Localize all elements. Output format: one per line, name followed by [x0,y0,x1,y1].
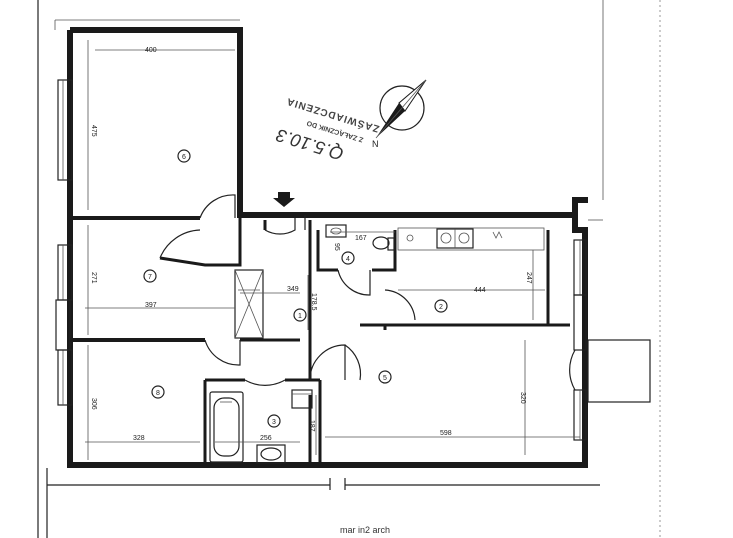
dimension-lines [85,40,580,460]
room-number-1: 1 [298,313,302,320]
door-swings [159,194,576,391]
room-number-3: 3 [272,419,276,426]
room-number-5: 5 [383,375,387,382]
room-numbers: 6 7 1 4 2 5 8 3 [143,149,448,428]
washbasin [256,444,286,464]
washing-machine [291,389,313,409]
bathtub [209,391,244,463]
dim-wc-width: 167 [355,235,367,242]
wardrobe [234,269,264,339]
dim-bath-width: 256 [260,435,272,442]
dim-bath-height: 187 [308,420,315,432]
compass-north-label: N [372,139,379,149]
outer-walls [46,19,600,538]
room-number-7: 7 [148,274,152,281]
room-number-6: 6 [182,154,186,161]
entrance-arrow-icon [273,192,295,207]
dimension-labels: 400 475 271 397 349 178.5 167 95 444 247… [90,47,532,442]
dim-room5-height: 320 [519,392,526,404]
dim-wc-height: 95 [333,243,340,251]
windows-left [55,79,73,406]
dim-room6-height: 475 [90,125,97,137]
dim-kitchen-width: 444 [474,287,486,294]
wc-fixtures [325,224,395,251]
room-number-8: 8 [156,390,160,397]
compass-icon [375,79,427,139]
dim-hall-width: 349 [287,286,299,293]
approval-stamp: ZAŚWIADCZENIA Z ZAŁĄCZNIK DO Q.5.10.3 [274,95,381,164]
dim-hall-height: 178.5 [310,293,317,311]
dim-room6-width: 400 [145,47,157,54]
dim-room5-width: 598 [440,430,452,437]
kitchen-counter [397,227,545,251]
dim-room7-width: 397 [145,302,157,309]
footer-signature: mar in2 arch [340,525,390,535]
room-number-4: 4 [346,256,350,263]
dim-room8-width: 328 [133,435,145,442]
dim-kitchen-height: 247 [525,272,532,284]
dim-room7-height: 271 [90,272,97,284]
dim-room8-height: 306 [90,398,97,410]
windows-right [573,219,651,441]
room-number-2: 2 [439,304,443,311]
interior-walls [70,210,570,465]
